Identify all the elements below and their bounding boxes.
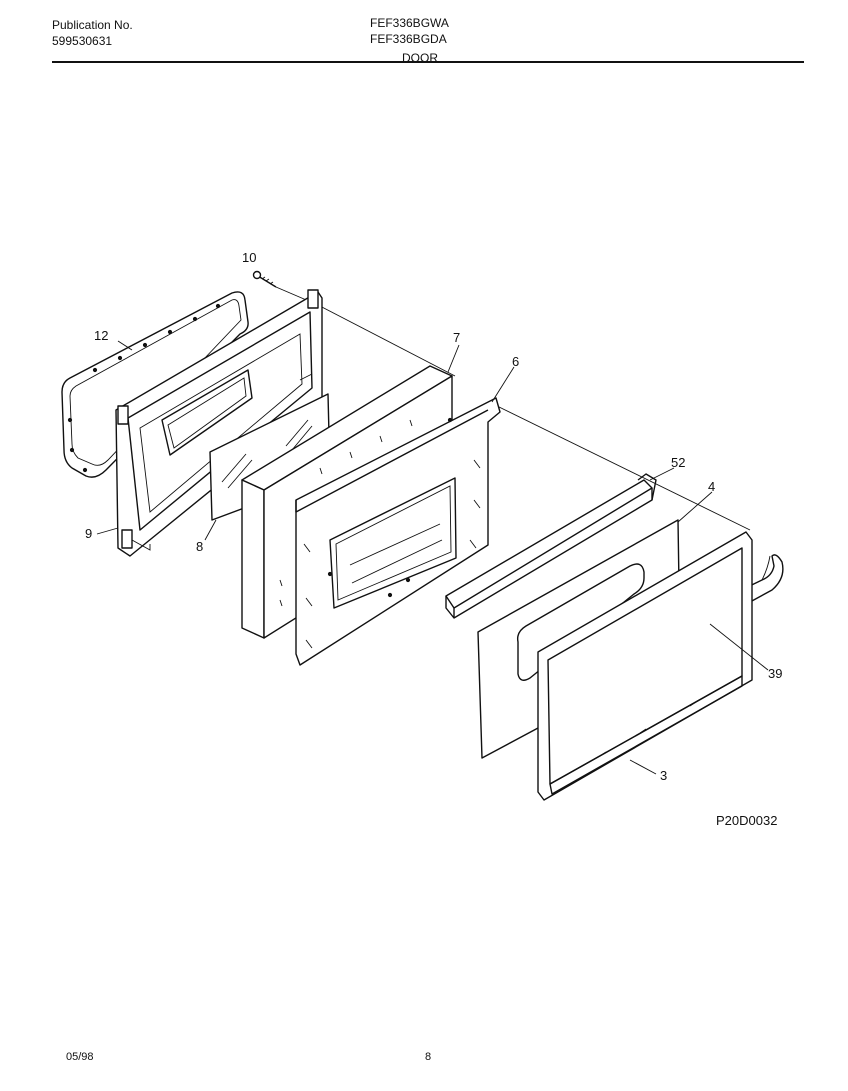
callout-10: 10 (242, 250, 256, 265)
diagram-code: P20D0032 (716, 813, 778, 828)
callout-4: 4 (708, 479, 715, 494)
part-6-door-frame (295, 397, 501, 666)
footer-page-number: 8 (425, 1051, 432, 1063)
footer-date: 05/98 (66, 1051, 94, 1063)
callout-3: 3 (660, 768, 667, 783)
callout-7: 7 (453, 330, 460, 345)
publication-number: 599530631 (52, 34, 113, 48)
callout-8: 8 (196, 539, 203, 554)
part-3-trim-frame (537, 531, 753, 801)
callout-52: 52 (671, 455, 685, 470)
publication-label: Publication No. (52, 18, 133, 32)
leader-lines (96, 340, 769, 775)
part-52-vent-trim (445, 473, 657, 619)
callout-39: 39 (768, 666, 782, 681)
callout-12: 12 (94, 328, 108, 343)
part-12-door-gasket (61, 291, 249, 478)
model-number-1: FEF336BGWA (370, 16, 449, 30)
callout-6: 6 (512, 354, 519, 369)
header-rule (52, 61, 804, 63)
callout-9: 9 (85, 526, 92, 541)
model-number-2: FEF336BGDA (370, 32, 447, 46)
part-10-screw (252, 270, 277, 288)
